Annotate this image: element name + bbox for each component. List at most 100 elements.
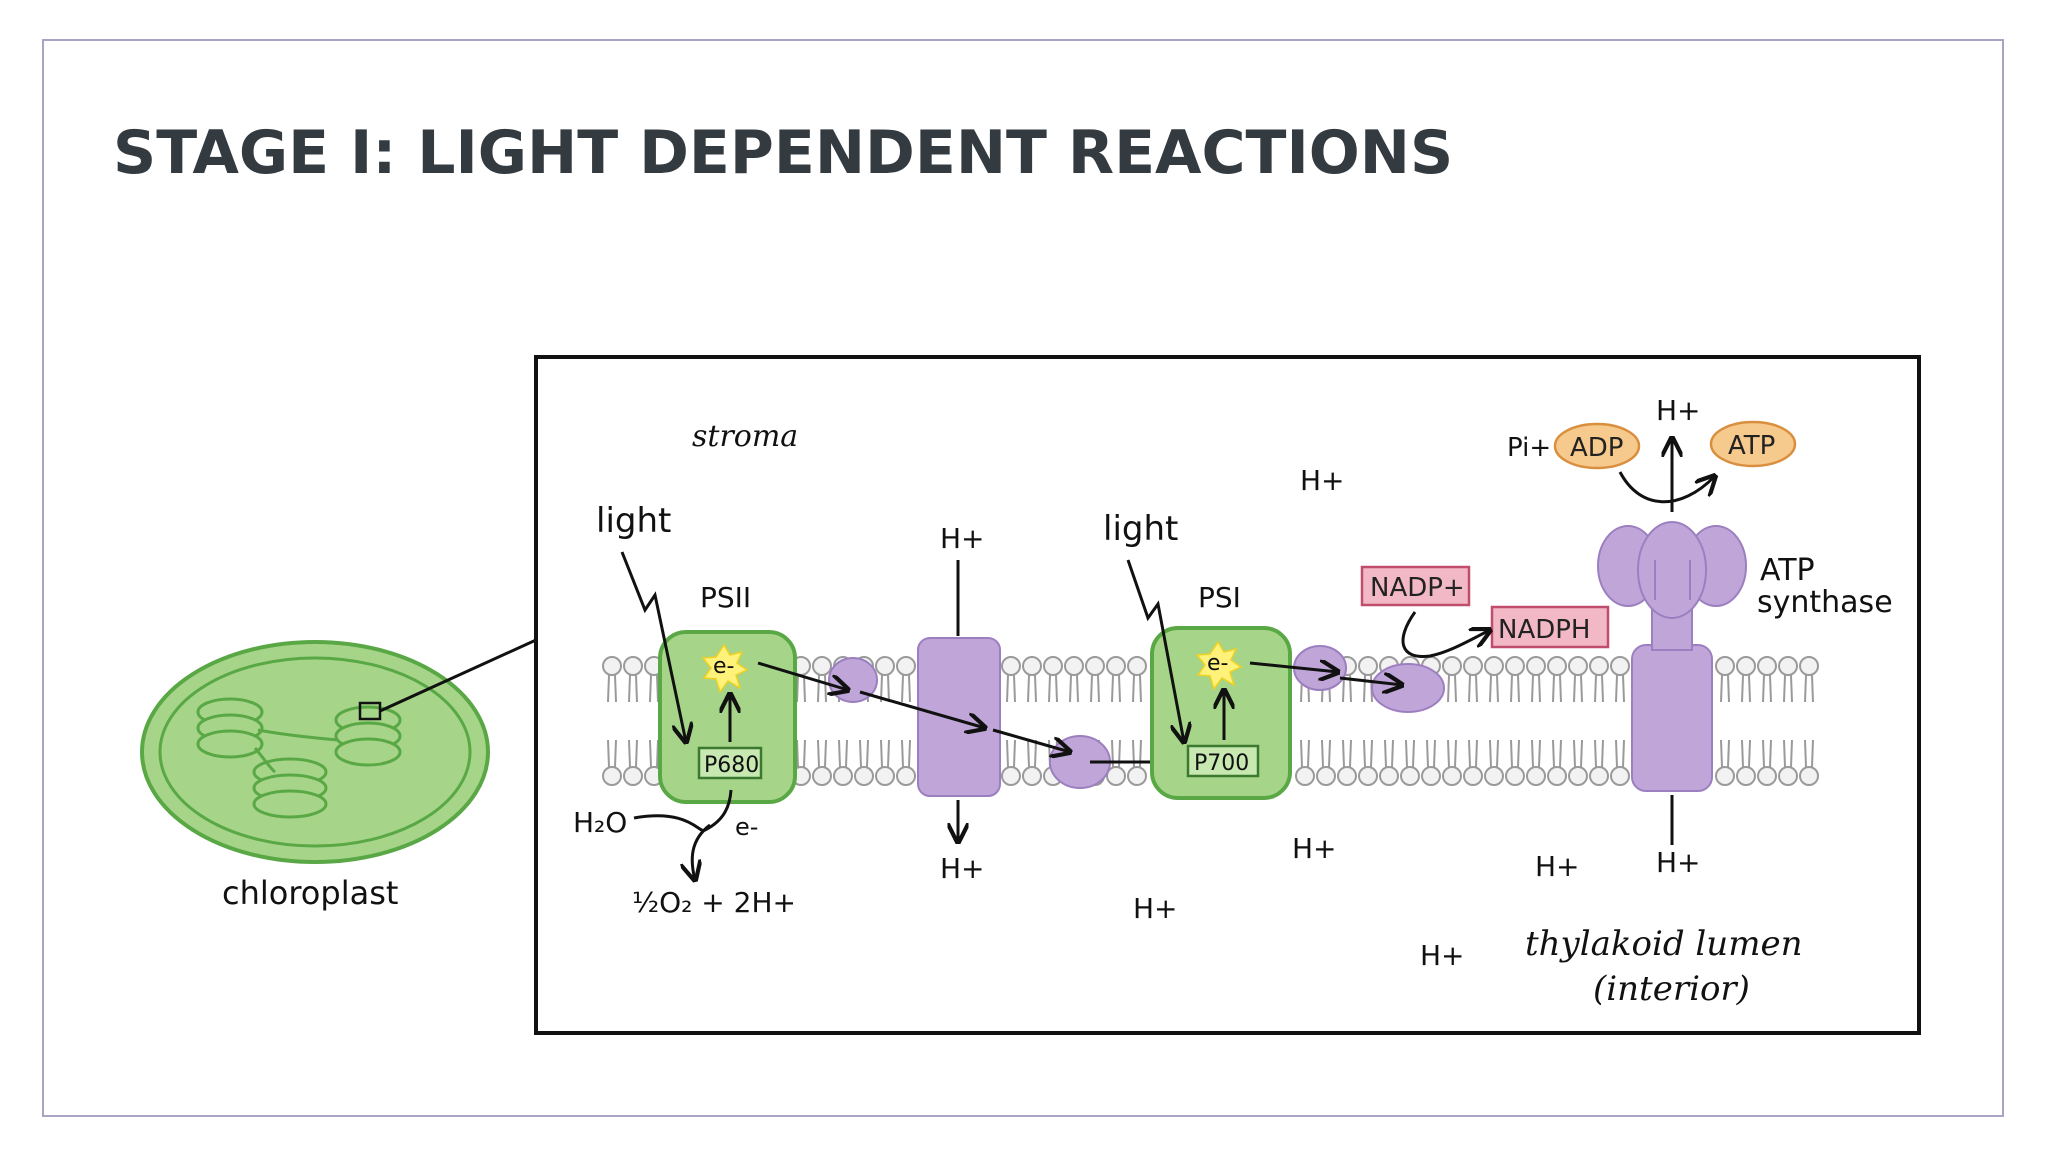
- electron-star-psii: [701, 643, 749, 694]
- cytochrome-complex: [917, 637, 1001, 797]
- lipid-molecule: [1526, 656, 1546, 703]
- lipid-molecule: [1421, 739, 1441, 786]
- lipid-molecule: [1463, 656, 1483, 703]
- lipid-molecule: [1799, 739, 1819, 786]
- psii-electron-label: e-: [713, 654, 734, 679]
- lumen-proton-label-4: H+: [1420, 939, 1465, 972]
- lipid-molecule: [896, 739, 916, 786]
- electron-star-psi: [1195, 640, 1243, 691]
- nadp-box: [1360, 565, 1471, 607]
- lipid-molecule: [1589, 739, 1609, 786]
- lipid-molecule: [1799, 656, 1819, 703]
- lumen-proton-label-1: H+: [1292, 832, 1337, 865]
- lipid-molecule: [1442, 739, 1462, 786]
- adp-label: ADP: [1570, 433, 1624, 463]
- lipid-molecule: [1316, 739, 1336, 786]
- lipid-molecule: [602, 739, 622, 786]
- nadp-label: NADP+: [1370, 573, 1465, 603]
- lipid-molecule: [1295, 739, 1315, 786]
- lipid-molecule: [1106, 656, 1126, 703]
- lipid-molecule: [854, 739, 874, 786]
- thylakoid-interior-label: (interior): [1593, 969, 1750, 1009]
- adp-oval: [1553, 422, 1641, 470]
- lipid-molecule: [1001, 656, 1021, 703]
- lipid-molecule: [1715, 739, 1735, 786]
- pi-label: Pi+: [1507, 433, 1551, 463]
- lumen-proton-label-2: H+: [1133, 892, 1178, 925]
- lipid-molecule: [1505, 656, 1525, 703]
- atp-synthase-label-line1: ATP: [1760, 553, 1815, 588]
- lipid-molecule: [1463, 739, 1483, 786]
- nadph-label: NADPH: [1498, 615, 1591, 645]
- lipid-molecule: [1022, 739, 1042, 786]
- atp-synthase: [1597, 521, 1747, 792]
- lipid-molecule: [1358, 739, 1378, 786]
- psi-label: PSI: [1198, 581, 1241, 614]
- chloroplast-label: chloroplast: [222, 874, 398, 912]
- lipid-molecule: [1022, 656, 1042, 703]
- water-electron-label: e-: [735, 813, 758, 841]
- atp-synthase-label-line2: synthase: [1757, 585, 1893, 620]
- lipid-molecule: [1736, 739, 1756, 786]
- lipid-molecule: [1547, 656, 1567, 703]
- lipid-molecule: [1757, 656, 1777, 703]
- p700-label: P700: [1194, 751, 1249, 776]
- lipid-molecule: [1127, 656, 1147, 703]
- lipid-molecule: [602, 656, 622, 703]
- lipid-molecule: [623, 739, 643, 786]
- p680-label: P680: [704, 753, 759, 778]
- water-products-label: ½O₂ + 2H+: [632, 886, 796, 919]
- lipid-molecule: [1568, 656, 1588, 703]
- stroma-label: stroma: [692, 419, 798, 454]
- lipid-molecule: [1610, 739, 1630, 786]
- lipid-molecule: [1001, 739, 1021, 786]
- stroma-proton-label: H+: [1300, 464, 1345, 497]
- lipid-molecule: [1568, 739, 1588, 786]
- atp-synthase-proton-top-label: H+: [1656, 394, 1701, 427]
- light-label-2: light: [1103, 509, 1178, 549]
- lipid-molecule: [1505, 739, 1525, 786]
- nadp-reductase: [1371, 663, 1445, 713]
- lipid-molecule: [1337, 739, 1357, 786]
- lipid-molecule: [1778, 656, 1798, 703]
- psi-electron-label: e-: [1207, 651, 1228, 676]
- lipid-molecule: [833, 739, 853, 786]
- zoom-box: [534, 355, 1921, 1035]
- psii-label: PSII: [700, 581, 751, 614]
- water-label: H₂O: [573, 806, 627, 839]
- lipid-molecule: [1547, 739, 1567, 786]
- lipid-molecule: [1484, 656, 1504, 703]
- lipid-molecule: [1442, 656, 1462, 703]
- lipid-molecule: [1757, 739, 1777, 786]
- lipid-molecule: [875, 656, 895, 703]
- lipid-molecule: [1085, 656, 1105, 703]
- chloroplast-illustration: [140, 638, 537, 864]
- p680-box: [697, 746, 763, 780]
- atp-oval: [1709, 420, 1797, 468]
- lipid-molecule: [1043, 656, 1063, 703]
- cytochrome-proton-top-label: H+: [940, 522, 985, 555]
- light-label-1: light: [596, 501, 671, 541]
- lipid-molecule: [1484, 739, 1504, 786]
- thylakoid-lumen-label: thylakoid lumen: [1525, 924, 1802, 964]
- p700-box: [1186, 744, 1260, 778]
- lipid-molecule: [1610, 656, 1630, 703]
- slide-title: STAGE I: LIGHT DEPENDENT REACTIONS: [113, 118, 1454, 188]
- lipid-molecule: [875, 739, 895, 786]
- lipid-molecule: [896, 656, 916, 703]
- lipid-molecule: [1736, 656, 1756, 703]
- lipid-molecule: [1589, 656, 1609, 703]
- lipid-molecule: [1400, 739, 1420, 786]
- atp-synthase-proton-bottom-label: H+: [1656, 846, 1701, 879]
- lipid-molecule: [812, 739, 832, 786]
- cytochrome-proton-bottom-label: H+: [940, 852, 985, 885]
- lipid-molecule: [1526, 739, 1546, 786]
- atp-label: ATP: [1728, 431, 1775, 461]
- lipid-molecule: [623, 656, 643, 703]
- lipid-molecule: [1778, 739, 1798, 786]
- lumen-proton-label-3: H+: [1535, 850, 1580, 883]
- lipid-molecule: [1715, 656, 1735, 703]
- lipid-molecule: [1064, 656, 1084, 703]
- lipid-molecule: [1379, 739, 1399, 786]
